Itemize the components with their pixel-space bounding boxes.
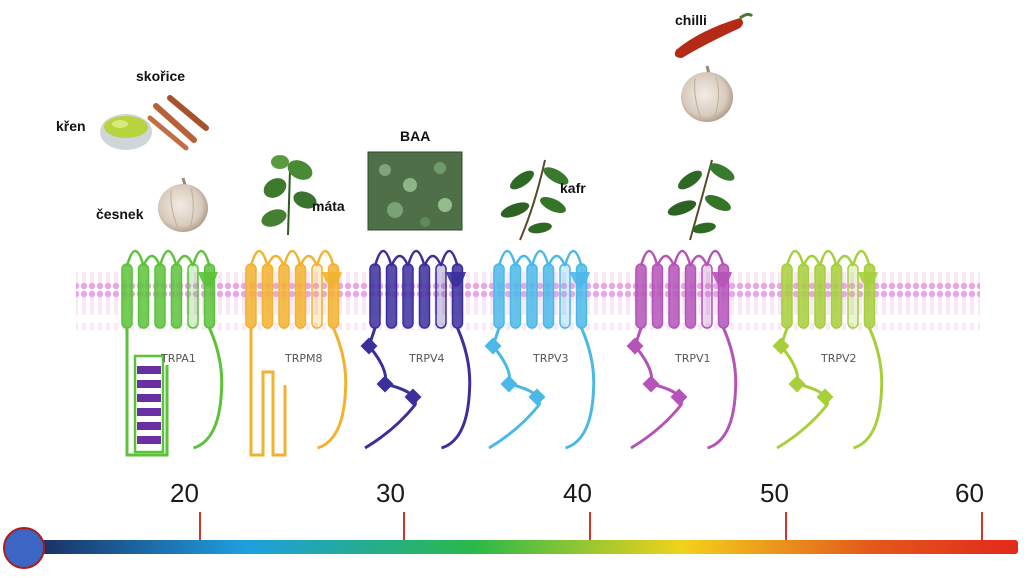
helix (781, 263, 793, 329)
camphor-branch-image (500, 159, 569, 241)
helix (245, 263, 257, 329)
helix (369, 263, 381, 329)
tick-label-40: 40 (563, 478, 592, 508)
capsaicin-branch-image (667, 159, 735, 241)
baa-plant-image (367, 151, 463, 231)
helix (294, 263, 307, 329)
helix (402, 263, 414, 329)
helix (137, 263, 150, 329)
channel-trpa1: TRPA1 (121, 249, 224, 457)
temperature-gradient-bar (28, 540, 1018, 554)
channel-label: TRPV2 (820, 352, 857, 365)
horseradish-image (100, 114, 152, 150)
label-garlic: česnek (96, 206, 144, 222)
helix (121, 263, 133, 329)
channel-label: TRPA1 (160, 352, 196, 365)
tick-marks (199, 512, 983, 540)
helix (187, 263, 199, 329)
tick-label-20: 20 (170, 478, 199, 508)
helix (797, 263, 810, 329)
tick-label-50: 50 (760, 478, 789, 508)
helix (830, 263, 843, 329)
label-mint: máta (312, 198, 345, 214)
channel-trpv4: TRPV4 (360, 249, 472, 450)
channel-trpm8: TRPM8 (245, 249, 348, 457)
helix (701, 263, 713, 329)
channel-trpv3: TRPV3 (484, 249, 596, 450)
helix (154, 263, 166, 329)
helix (418, 263, 431, 329)
channels-layer: TRPA1 TRPM8 TRPV4 TRPV3 TRPV1 TRPV2 (121, 249, 884, 457)
tick-label-30: 30 (376, 478, 405, 508)
helix (559, 263, 571, 329)
channel-label: TRPM8 (284, 352, 323, 365)
channel-trpv1: TRPV1 (626, 249, 738, 450)
mint-image (261, 155, 317, 236)
channel-trpv2: TRPV2 (772, 249, 884, 450)
helix (509, 263, 522, 329)
helix (814, 263, 826, 329)
temperature-scale (3, 512, 1018, 569)
helix (493, 263, 505, 329)
helix (311, 263, 323, 329)
label-cinnamon: skořice (136, 68, 186, 84)
label-horseradish: křen (56, 118, 86, 134)
chilli-image (674, 12, 754, 58)
helix (385, 263, 398, 329)
helix (278, 263, 290, 329)
helix (668, 263, 680, 329)
channel-label: TRPV3 (532, 352, 569, 365)
helix (526, 263, 538, 329)
helix (261, 263, 274, 329)
cinnamon-image (147, 95, 209, 151)
label-camphor: kafr (560, 180, 586, 196)
helix (847, 263, 859, 329)
helix (170, 263, 183, 329)
channel-label: TRPV4 (408, 352, 445, 365)
label-baa: BAA (400, 128, 431, 144)
helix (684, 263, 697, 329)
helix (651, 263, 664, 329)
helix (542, 263, 555, 329)
garlic-image-2 (681, 65, 733, 122)
scale-start-bulb (3, 527, 45, 569)
channel-label: TRPV1 (674, 352, 711, 365)
label-chilli: chilli (675, 12, 707, 28)
helix (435, 263, 447, 329)
helix (635, 263, 647, 329)
garlic-image (158, 177, 208, 232)
tick-label-60: 60 (955, 478, 984, 508)
